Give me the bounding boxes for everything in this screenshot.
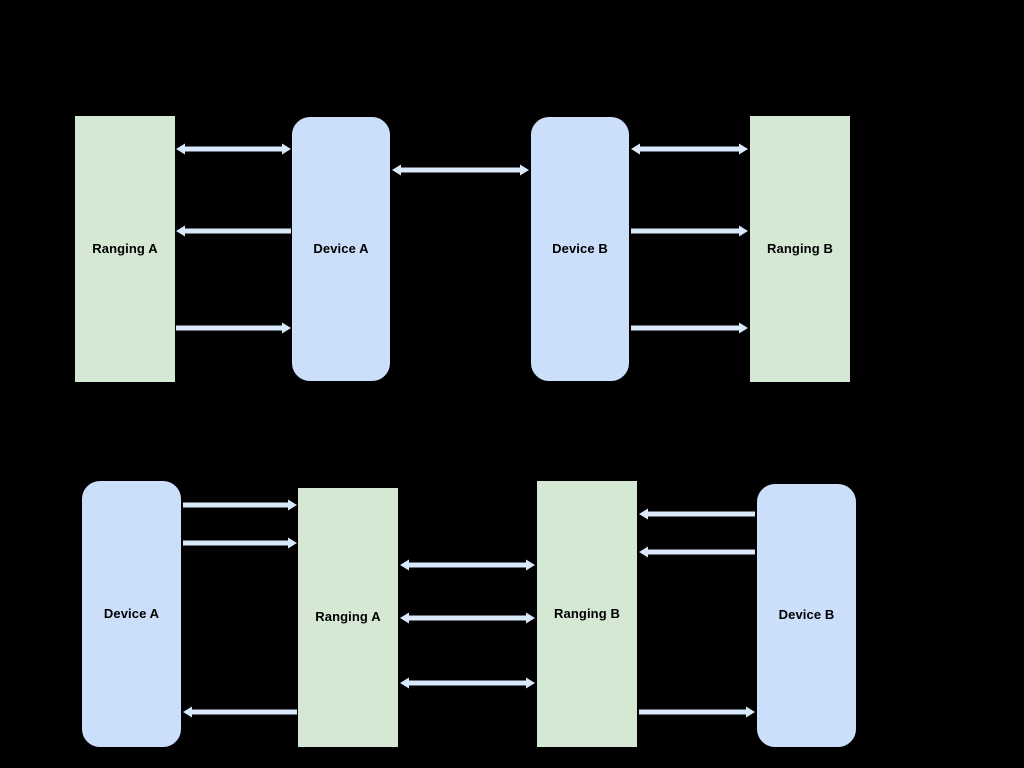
arrowhead-right	[739, 322, 748, 334]
node-top-device-a[interactable]: Device A	[292, 117, 390, 381]
connector-b-e3	[183, 706, 297, 718]
node-label: Device B	[552, 240, 608, 256]
node-label: Device A	[313, 240, 369, 256]
arrowhead-right	[288, 499, 297, 511]
node-bot-ranging-b[interactable]: Ranging B	[537, 481, 637, 747]
arrowhead-right	[746, 706, 755, 718]
connector-b-e9	[639, 706, 755, 718]
node-bot-device-a[interactable]: Device A	[82, 481, 181, 747]
arrowhead-right	[526, 612, 535, 624]
connector-t-e3	[176, 322, 291, 334]
arrowhead-left	[183, 706, 192, 718]
arrowhead-right	[739, 143, 748, 155]
node-label: Ranging B	[554, 605, 620, 621]
arrowhead-right	[282, 143, 291, 155]
node-label: Ranging A	[92, 240, 158, 256]
connector-b-e6	[400, 677, 535, 689]
node-label: Device B	[778, 607, 835, 623]
arrowhead-right	[282, 322, 291, 334]
connector-t-e4	[392, 164, 529, 176]
connector-b-e2	[183, 537, 297, 549]
connector-b-e4	[400, 559, 535, 571]
connector-t-e7	[631, 322, 748, 334]
arrowhead-left	[400, 677, 409, 689]
node-label: Ranging B	[767, 240, 833, 256]
arrowhead-right	[526, 677, 535, 689]
node-label: Device A	[103, 605, 160, 621]
node-bot-ranging-a[interactable]: Ranging A	[298, 488, 398, 747]
node-top-ranging-b[interactable]: Ranging B	[750, 116, 850, 382]
connector-t-e5	[631, 143, 748, 155]
arrowhead-left	[631, 143, 640, 155]
connector-t-e1	[176, 143, 291, 155]
arrowhead-left	[400, 612, 409, 624]
connector-b-e5	[400, 612, 535, 624]
connector-t-e6	[631, 225, 748, 237]
arrowhead-left	[176, 143, 185, 155]
arrowhead-right	[288, 537, 297, 549]
arrowhead-left	[639, 508, 648, 520]
connector-t-e2	[176, 225, 291, 237]
node-bot-device-b[interactable]: Device B	[757, 484, 856, 747]
node-top-ranging-a[interactable]: Ranging A	[75, 116, 175, 382]
node-label: Ranging A	[315, 609, 381, 625]
node-top-device-b[interactable]: Device B	[531, 117, 629, 381]
arrowhead-right	[739, 225, 748, 237]
arrowhead-right	[526, 559, 535, 571]
connector-b-e7	[639, 508, 755, 520]
arrowhead-left	[392, 164, 401, 176]
arrowhead-left	[639, 546, 648, 558]
connector-b-e1	[183, 499, 297, 511]
arrowhead-right	[520, 164, 529, 176]
arrowhead-left	[176, 225, 185, 237]
connector-b-e8	[639, 546, 755, 558]
arrowhead-left	[400, 559, 409, 571]
